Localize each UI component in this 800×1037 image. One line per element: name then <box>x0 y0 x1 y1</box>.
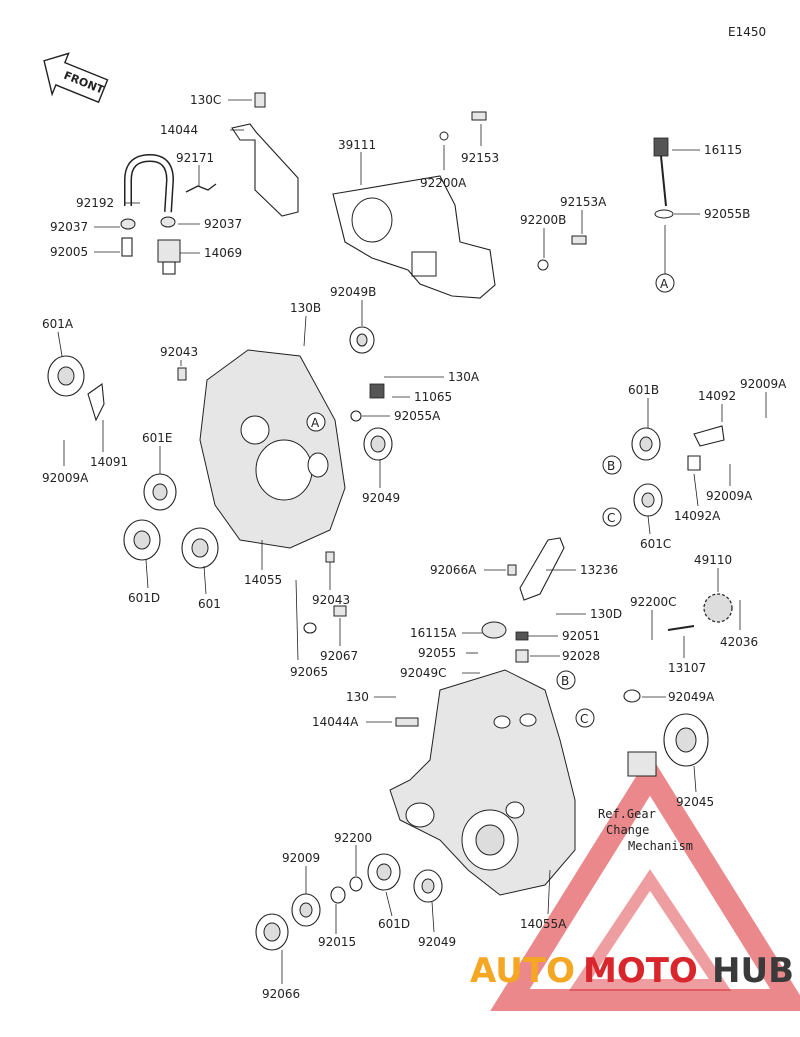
part-label-14092a: 14092A <box>674 509 721 523</box>
part-label-601b: 601B <box>628 383 659 397</box>
part-label-92049b: 92049B <box>330 285 376 299</box>
part-label-92051: 92051 <box>562 629 600 643</box>
part-label-92037-right: 92037 <box>204 217 242 231</box>
svg-text:C: C <box>580 712 588 726</box>
callout-a-top: A <box>655 273 675 293</box>
watermark-text-a: AUTO <box>470 951 575 991</box>
part-label-14044: 14044 <box>160 123 198 137</box>
part-label-130d: 130D <box>590 607 622 621</box>
part-label-130c: 130C <box>190 93 221 107</box>
part-label-130: 130 <box>346 690 369 704</box>
part-label-16115: 16115 <box>704 143 742 157</box>
part-label-92043-bottom: 92043 <box>312 593 350 607</box>
part-label-14069: 14069 <box>204 246 242 260</box>
part-label-11065: 11065 <box>414 390 452 404</box>
part-label-92055b: 92055B <box>704 207 750 221</box>
part-label-92200c: 92200C <box>630 595 677 609</box>
part-label-92066: 92066 <box>262 987 300 1001</box>
part-label-92153: 92153 <box>461 151 499 165</box>
part-label-92009a-left: 92009A <box>42 471 89 485</box>
part-label-92009a-right-top: 92009A <box>740 377 787 391</box>
part-label-42036: 42036 <box>720 635 758 649</box>
svg-text:A: A <box>660 277 669 291</box>
part-label-92009a-right-bottom: 92009A <box>706 489 753 503</box>
ref-note-line-1: Ref.Gear <box>598 807 656 821</box>
part-label-92171: 92171 <box>176 151 214 165</box>
part-label-601c: 601C <box>640 537 671 551</box>
callout-b-side: B <box>602 455 622 475</box>
page-code: E1450 <box>728 25 766 39</box>
part-label-92045: 92045 <box>676 795 714 809</box>
part-label-601: 601 <box>198 597 221 611</box>
part-label-130a: 130A <box>448 370 480 384</box>
svg-text:C: C <box>607 511 615 525</box>
part-label-601e: 601E <box>142 431 173 445</box>
part-label-601a: 601A <box>42 317 74 331</box>
part-label-49110: 49110 <box>694 553 732 567</box>
part-label-92055: 92055 <box>418 646 456 660</box>
part-label-92049-cover: 92049 <box>362 491 400 505</box>
part-label-92049c: 92049C <box>400 666 447 680</box>
leader-lines <box>57 99 767 984</box>
part-label-92066a: 92066A <box>430 563 477 577</box>
callout-c-case: C <box>575 708 595 728</box>
part-label-92049-bottom: 92049 <box>418 935 456 949</box>
part-label-92028: 92028 <box>562 649 600 663</box>
watermark-text-c: HUB <box>712 951 794 991</box>
part-label-92043-top: 92043 <box>160 345 198 359</box>
part-label-14055a: 14055A <box>520 917 567 931</box>
part-label-92055a: 92055A <box>394 409 441 423</box>
part-label-92015: 92015 <box>318 935 356 949</box>
part-label-13107: 13107 <box>668 661 706 675</box>
ref-note-line-2: Change <box>606 823 649 837</box>
part-label-92153a: 92153A <box>560 195 607 209</box>
watermark-logo: AUTO MOTO HUB <box>470 754 800 1011</box>
callout-a-cover: A <box>306 412 326 432</box>
part-label-92049a: 92049A <box>668 690 715 704</box>
part-label-601d-left: 601D <box>128 591 160 605</box>
part-label-39111: 39111 <box>338 138 376 152</box>
part-label-92192: 92192 <box>76 196 114 210</box>
watermark-text-b: MOTO <box>583 951 698 991</box>
part-drawings <box>47 92 733 951</box>
callout-b-case: B <box>556 670 576 690</box>
part-label-130b: 130B <box>290 301 321 315</box>
part-label-13236: 13236 <box>580 563 618 577</box>
part-label-14092: 14092 <box>698 389 736 403</box>
part-label-92037-left: 92037 <box>50 220 88 234</box>
part-label-601d-bottom: 601D <box>378 917 410 931</box>
front-arrow-icon: FRONT <box>43 52 109 104</box>
part-label-92005: 92005 <box>50 245 88 259</box>
part-label-14044a: 14044A <box>312 715 359 729</box>
part-label-16115a: 16115A <box>410 626 457 640</box>
part-label-92009: 92009 <box>282 851 320 865</box>
svg-text:A: A <box>311 416 320 430</box>
part-label-92065: 92065 <box>290 665 328 679</box>
ref-note-line-3: Mechanism <box>628 839 693 853</box>
svg-text:B: B <box>561 674 569 688</box>
part-label-14091: 14091 <box>90 455 128 469</box>
part-label-92200a: 92200A <box>420 176 467 190</box>
part-label-92200b: 92200B <box>520 213 566 227</box>
part-labels: 130C 14044 92171 92192 92037 92037 92005… <box>42 93 787 1001</box>
svg-text:B: B <box>607 459 615 473</box>
part-label-92067: 92067 <box>320 649 358 663</box>
callout-c-side: C <box>602 507 622 527</box>
part-label-14055: 14055 <box>244 573 282 587</box>
part-label-92200: 92200 <box>334 831 372 845</box>
